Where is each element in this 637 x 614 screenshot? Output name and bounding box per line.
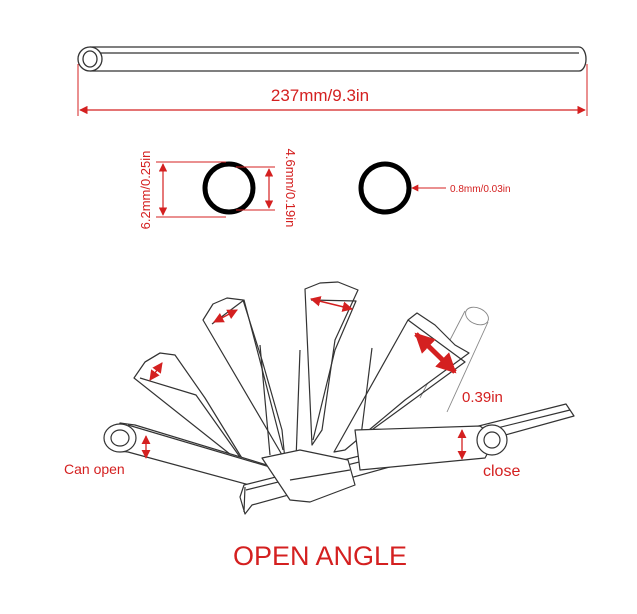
can-open-label: Can open [64, 461, 125, 477]
close-label: close [483, 463, 520, 480]
outer-diameter-label: 6.2mm/0.25in [138, 151, 153, 230]
fan-diagram [103, 281, 575, 515]
length-label: 237mm/9.3in [271, 86, 369, 105]
inner-diameter-label: 4.6mm/0.19in [283, 149, 298, 228]
cross-section-dimensions: 6.2mm/0.25in 4.6mm/0.19in 0.8mm/0.03in [138, 149, 511, 230]
opening-width-label: 0.39in [462, 389, 503, 406]
tube-side-view [77, 46, 587, 72]
diagram-title: OPEN ANGLE [233, 541, 407, 571]
fan-opening-arrows [141, 296, 467, 460]
length-dimension: 237mm/9.3in [77, 64, 588, 116]
tube-ring-left [202, 161, 256, 215]
tube-ring-right [358, 161, 412, 215]
wall-thickness-label: 0.8mm/0.03in [450, 184, 511, 195]
